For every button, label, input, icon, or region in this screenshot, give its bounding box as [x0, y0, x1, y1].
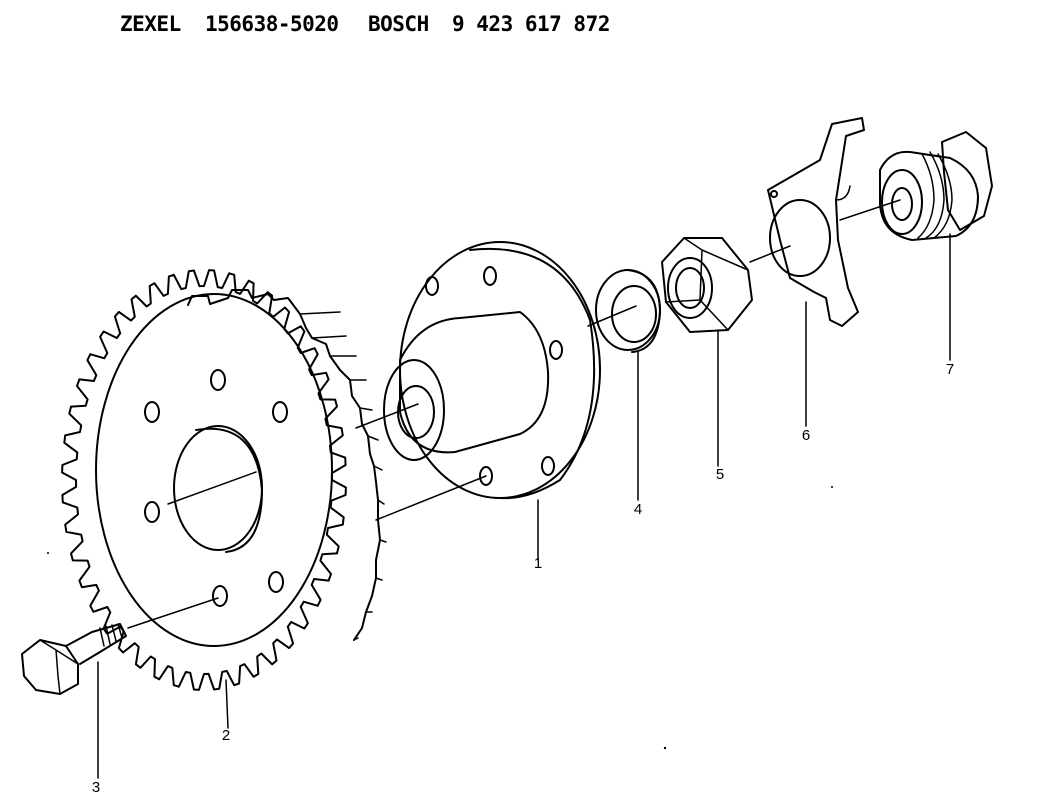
hub-hole-3 [549, 340, 563, 360]
scan-specks [47, 486, 833, 750]
hub-hole-1 [425, 276, 439, 296]
washer-inner [611, 285, 657, 343]
header-maker-zexel: ZEXEL [120, 12, 181, 36]
callout-6: 6 [801, 427, 811, 444]
lock-plate-fold [835, 185, 851, 201]
gear-side-teeth [187, 289, 381, 641]
gear-bolt-hole-5 [268, 571, 284, 593]
gear-face-rim [95, 293, 333, 647]
bolt-thread-lines [99, 623, 123, 647]
gear-part [61, 269, 387, 691]
axis-line-bolt-gear [127, 597, 219, 629]
callout-5: 5 [715, 466, 725, 483]
nut-hex-outline [661, 237, 753, 333]
axis-line-gear [167, 471, 257, 505]
cap-nut-threads [879, 150, 979, 241]
bolt-hex-head [21, 639, 79, 695]
axis-line-bolt-hub [375, 475, 487, 521]
hub-hole-4 [541, 456, 555, 476]
callout-7: 7 [945, 361, 955, 378]
gear-teeth-outline [61, 269, 347, 691]
hub-boss-face [383, 359, 445, 461]
axis-line-plate-cap [839, 199, 901, 221]
axis-line-gear-hub [355, 403, 419, 429]
lock-plate-hole [769, 199, 831, 277]
lock-plate-outline [767, 117, 865, 327]
nut-thread-bore [667, 257, 713, 319]
cap-nut-thread-lines [917, 151, 953, 239]
callout-1: 1 [533, 555, 543, 572]
header-maker-bosch: BOSCH [368, 12, 429, 36]
bolt-part [21, 623, 127, 695]
bolt-shank [65, 623, 127, 665]
assembly-center-lines [127, 199, 901, 629]
bolt-head-edges [39, 639, 79, 695]
gear-bolt-hole-2 [144, 501, 160, 523]
nut-part [661, 237, 753, 333]
gear-bore-depth [195, 427, 263, 553]
callout-4: 4 [633, 501, 643, 518]
hub-bore [397, 385, 435, 439]
gear-bolt-hole-4 [212, 585, 228, 607]
axis-line-hub-washer [587, 305, 637, 327]
washer-thickness [627, 269, 661, 353]
nut-thread-inner [675, 267, 705, 309]
cap-nut-part [879, 131, 993, 241]
leader-2 [225, 679, 229, 729]
hub-flange-disc [399, 241, 601, 499]
gear-center-bore [173, 425, 263, 551]
washer-part [595, 269, 661, 353]
cap-nut-face [881, 169, 923, 235]
hub-hole-5 [479, 466, 493, 486]
callout-2: 2 [221, 727, 231, 744]
cap-nut-hex-head [941, 131, 993, 231]
gear-bolt-hole-6 [272, 401, 288, 423]
hub-flange-part [383, 241, 601, 500]
gear-bolt-hole-3 [210, 369, 226, 391]
gear-bolt-hole-1 [144, 401, 160, 423]
nut-hex-edges [665, 237, 749, 331]
header-part-number-zexel: 156638-5020 [205, 12, 339, 36]
speck-1 [47, 552, 49, 554]
leader-lines [97, 233, 951, 779]
speck-3 [663, 746, 667, 750]
axis-line-nut-plate [749, 245, 791, 263]
speck-2 [831, 486, 833, 488]
header-part-number-bosch: 9 423 617 872 [452, 12, 610, 36]
hub-hole-2 [483, 266, 497, 286]
cap-nut-bore [891, 187, 913, 221]
hub-flange-rim [469, 247, 596, 500]
callout-3: 3 [91, 779, 101, 796]
hub-boss [399, 311, 550, 454]
lock-plate-part [767, 117, 865, 327]
gear-tooth-depth-lines [299, 311, 387, 641]
lock-plate-pin-hole [770, 190, 778, 198]
